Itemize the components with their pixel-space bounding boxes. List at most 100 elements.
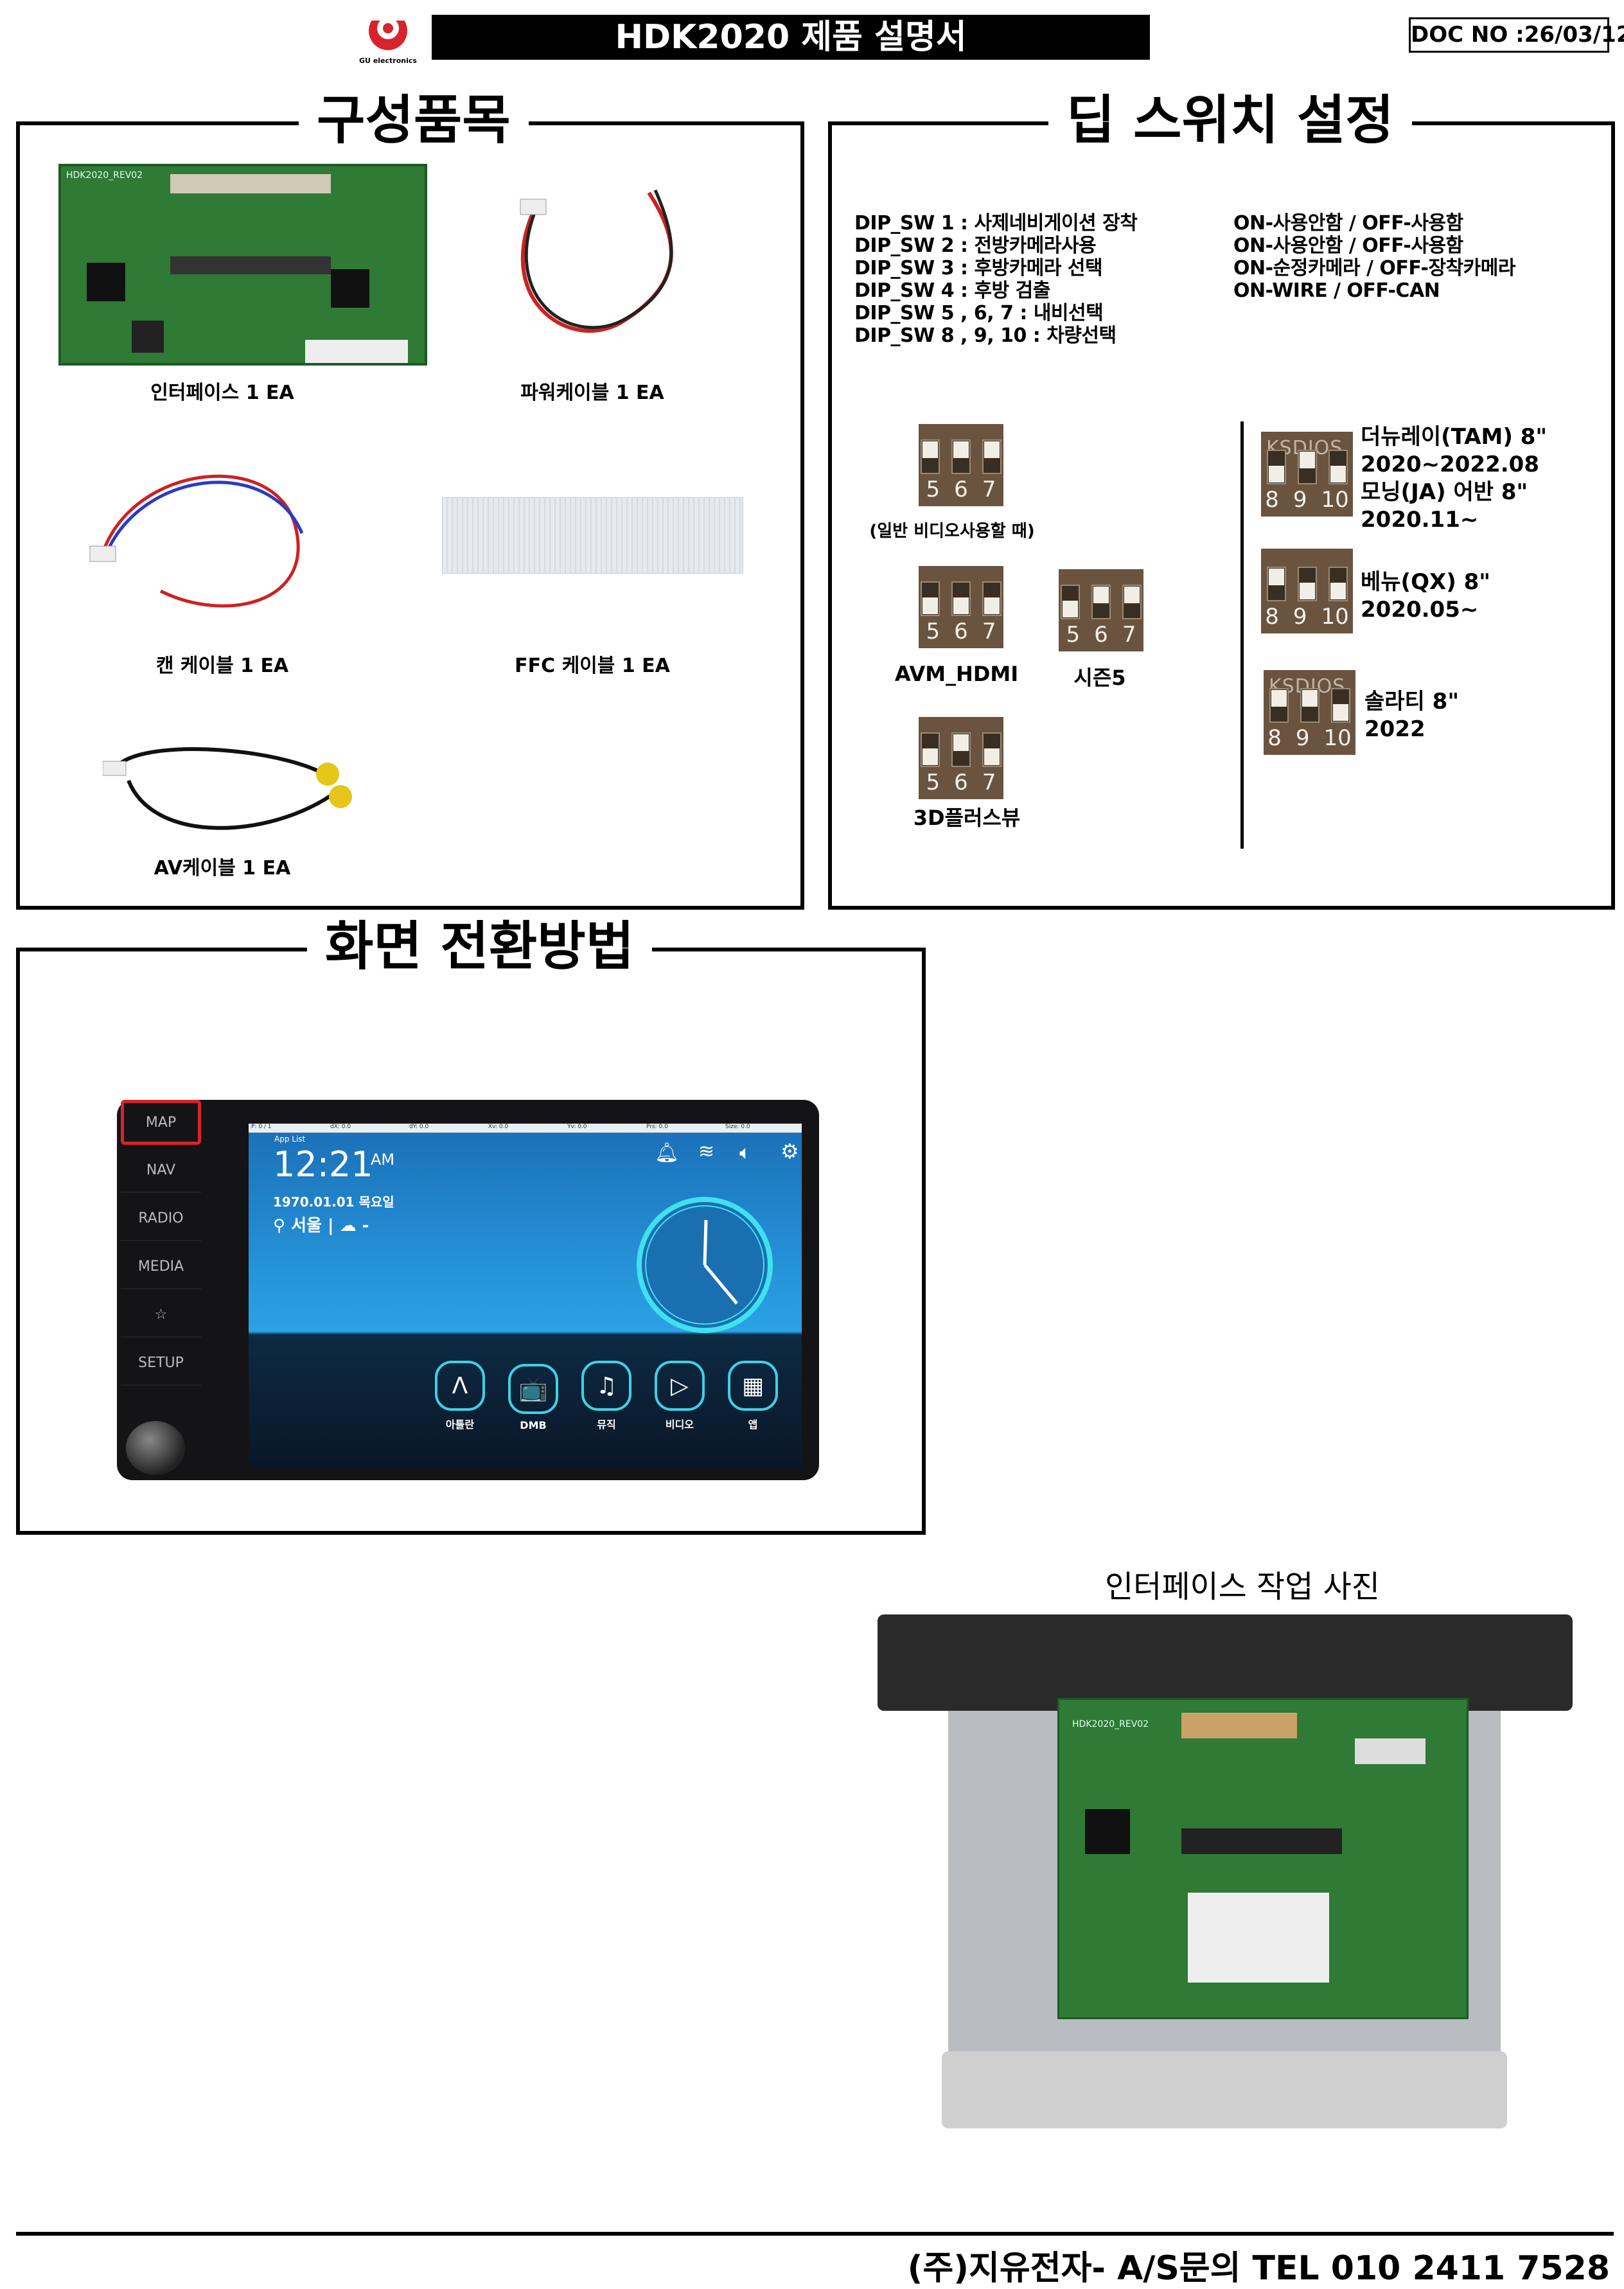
dip-number: 5: [926, 619, 940, 644]
status-field: Prs: 0.0: [646, 1124, 668, 1130]
app-label: 비디오: [665, 1418, 694, 1431]
installation-photo: HDK2020_REV02: [878, 1602, 1573, 2135]
dip-sw-line: DIP_SW 2 : 전방카메라사용: [854, 234, 1097, 257]
dip-toggle-down: [1330, 688, 1350, 723]
dip-number: 8: [1265, 487, 1279, 513]
location-pin-icon: ⚲: [273, 1216, 286, 1235]
dip-sw-line: DIP_SW 5 , 6, 7 : 내비선택: [854, 302, 1104, 324]
app-list-label: App List: [274, 1135, 306, 1144]
screen-switch-title: 화면 전환방법: [307, 915, 653, 979]
photo-title: 인터페이스 작업 사진: [1105, 1569, 1380, 1605]
app-button[interactable]: Λ 아틀란: [435, 1361, 485, 1431]
settings-gear-icon[interactable]: ⚙: [781, 1139, 799, 1163]
pcb-label: HDK2020_REV02: [66, 170, 143, 181]
dip-toggle-down: [951, 581, 971, 616]
status-field: P: 0 / 1: [251, 1124, 272, 1130]
dip-toggle-up: [1269, 688, 1289, 723]
dip-toggle-up: [951, 732, 971, 767]
dip-number: 9: [1293, 487, 1307, 513]
power-cable-image: [520, 189, 673, 333]
dip-switch-title: 딥 스위치 설정: [1048, 89, 1412, 153]
app-icon: ▦: [728, 1361, 778, 1411]
wifi-icon[interactable]: ≋: [698, 1140, 715, 1163]
app-label: 아틀란: [445, 1418, 475, 1431]
vehicle-text: 2020~2022.08: [1361, 452, 1539, 477]
dip-toggle-down: [1061, 585, 1080, 619]
vehicle-text: 2022: [1364, 716, 1425, 742]
footer-contact: (주)지유전자- A/S문의 TEL 010 2411 7528: [907, 2249, 1610, 2288]
dip-number: 10: [1323, 725, 1352, 751]
title-bar: HDK2020 제품 설명서: [432, 15, 1150, 60]
app-button[interactable]: ♫뮤직: [581, 1361, 631, 1431]
dip-toggle-up: [1297, 450, 1317, 484]
vehicle-text: 더뉴레이(TAM) 8": [1361, 424, 1548, 450]
component-label: 캔 케이블 1 EA: [155, 655, 289, 677]
app-label: 뮤직: [597, 1418, 616, 1431]
dip-toggle-up: [951, 439, 971, 474]
dip-toggle-down: [1328, 450, 1348, 484]
dip-toggle-down: [921, 732, 940, 767]
nav-mode-label: (일반 비디오사용할 때): [869, 522, 1035, 541]
dip-toggle-down: [921, 581, 940, 616]
status-field: Xv: 0.0: [488, 1124, 509, 1130]
dip-number: 7: [1122, 622, 1136, 648]
divider-line: [1240, 421, 1244, 849]
side-button-map[interactable]: MAP: [121, 1100, 201, 1145]
dip-toggle-up: [1266, 567, 1286, 601]
dip-number: 7: [982, 619, 996, 644]
bell-icon[interactable]: 🔔︎: [655, 1142, 680, 1164]
dip-sw-line: DIP_SW 1 : 사제네비게이션 장착: [854, 212, 1138, 234]
side-button-media[interactable]: MEDIA: [121, 1244, 201, 1289]
nav-mode-label: 3D플러스뷰: [913, 806, 1021, 830]
dip-number: 10: [1321, 487, 1349, 513]
app-icon: Λ: [435, 1361, 485, 1411]
clock-time: 12:21: [273, 1144, 373, 1185]
weather-value: -: [362, 1216, 369, 1235]
dip-number: 8: [1267, 725, 1282, 751]
dip-number: 7: [982, 770, 996, 795]
side-button-favorite[interactable]: ☆: [121, 1293, 201, 1338]
status-field: Size: 0.0: [725, 1124, 750, 1130]
dip-number: 9: [1293, 604, 1307, 630]
app-button[interactable]: ▷비디오: [655, 1361, 705, 1431]
side-button-nav[interactable]: NAV: [121, 1148, 201, 1193]
side-button-setup[interactable]: SETUP: [121, 1341, 201, 1386]
location: ⚲ 서울 | ☁ -: [273, 1212, 369, 1236]
app-icon: 📺: [508, 1364, 558, 1414]
can-cable-image: [89, 474, 304, 608]
app-button[interactable]: 📺DMB: [508, 1364, 558, 1431]
dip-toggle-up: [1122, 585, 1142, 619]
dip-number: 9: [1295, 725, 1310, 751]
dip-number: 6: [954, 770, 968, 795]
dip-toggle-down: [982, 581, 1002, 616]
dip-number: 6: [1094, 622, 1108, 648]
dip-toggle-down: [1328, 567, 1348, 601]
component-label: FFC 케이블 1 EA: [515, 655, 670, 677]
vehicle-text: 솔라티 8": [1364, 689, 1460, 714]
ffc-cable-image: [442, 497, 743, 574]
nav-mode-label: AVM_HDMI: [894, 662, 1019, 686]
dip-toggle-up: [982, 439, 1002, 474]
volume-knob[interactable]: [126, 1421, 185, 1475]
dip-toggle-up: [1091, 585, 1111, 619]
status-field: Yv: 0.0: [567, 1124, 587, 1130]
dip-number: 7: [982, 477, 996, 502]
side-button-radio[interactable]: RADIO: [121, 1196, 201, 1241]
vehicle-text: 2020.05~: [1361, 597, 1479, 623]
app-button[interactable]: ▦앱: [728, 1361, 778, 1431]
dip-sw-desc: ON-사용안함 / OFF-사용함: [1233, 212, 1463, 234]
status-field: dY: 0.0: [409, 1124, 429, 1130]
doc-number: DOC NO :26/03/12: [1409, 17, 1624, 53]
weather-icon: | ☁: [328, 1216, 357, 1235]
volume-icon[interactable]: 🔈︎: [739, 1142, 751, 1164]
interface-board-image: HDK2020_REV02: [58, 164, 427, 366]
date-text: 1970.01.01 목요일: [273, 1194, 394, 1210]
